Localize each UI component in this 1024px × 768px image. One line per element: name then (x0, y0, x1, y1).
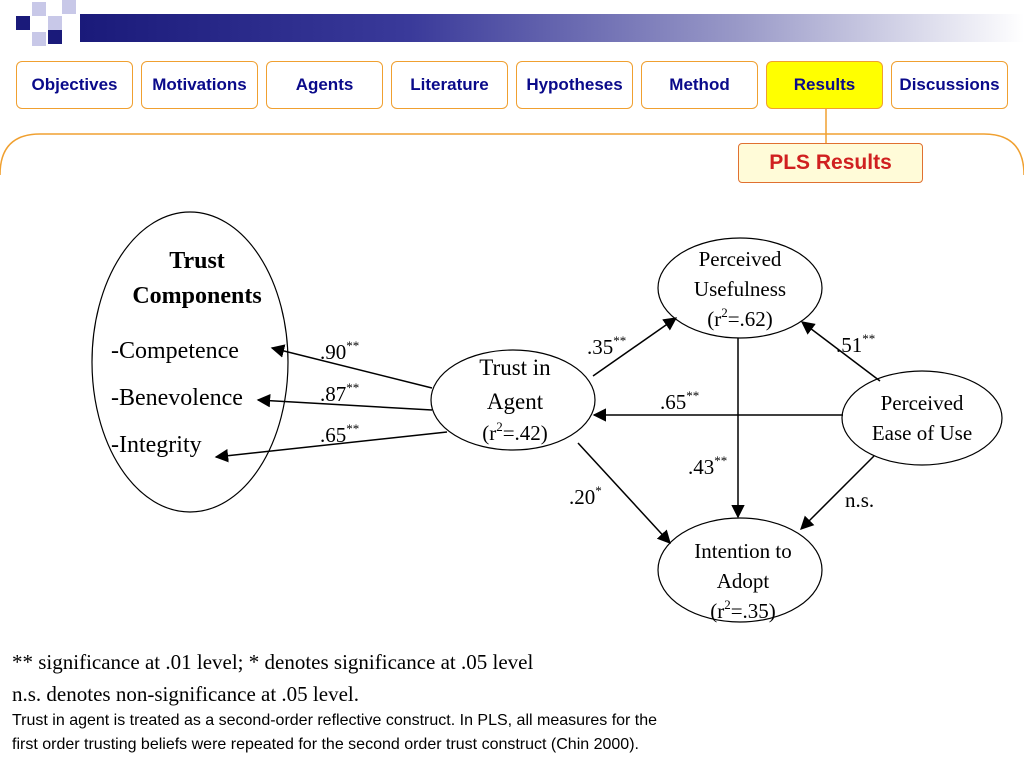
tab-agents[interactable]: Agents (266, 61, 383, 109)
perceived-ease-of-use-label: Perceived (881, 391, 964, 415)
corner-square-light (62, 0, 76, 14)
intention-to-adopt-r2: (r2=.35) (710, 597, 776, 623)
perceived-usefulness-label: Perceived (699, 247, 782, 271)
trust-components-ellipse (91, 211, 289, 513)
tab-discussions[interactable]: Discussions (891, 61, 1008, 109)
corner-square-light (48, 16, 62, 30)
loading-arrow-integrity (214, 431, 448, 463)
perceived-usefulness-r2: (r2=.62) (707, 305, 773, 331)
tab-results[interactable]: Results (766, 61, 883, 109)
trust-components-title: Components (132, 283, 261, 309)
path-arrow-trust-to-intention (577, 442, 671, 544)
path-label-trust-to-intention: .20* (569, 483, 602, 509)
loading-label-competence: .90** (320, 338, 359, 364)
path-arrow-ease-to-usefulness (800, 321, 881, 382)
path-arrow-trust-to-usefulness (592, 317, 678, 377)
path-label-ease-to-usefulness: .51** (836, 331, 875, 357)
loading-label-integrity: .65** (320, 421, 359, 447)
trust-components-title: Trust (169, 248, 225, 274)
perceived-usefulness-label: Usefulness (694, 277, 786, 301)
corner-square-dark (48, 30, 62, 44)
tab-hypotheses[interactable]: Hypotheses (516, 61, 633, 109)
component-integrity: -Integrity (111, 432, 202, 458)
tab-objectives[interactable]: Objectives (16, 61, 133, 109)
pls-results-badge: PLS Results (738, 143, 923, 183)
perceived-usefulness-node (657, 237, 823, 339)
tab-motivations[interactable]: Motivations (141, 61, 258, 109)
intention-to-adopt-label: Intention to (694, 539, 791, 563)
component-competence: -Competence (111, 338, 239, 364)
path-label-trust-to-usefulness: .35** (587, 333, 626, 359)
corner-square-light (32, 2, 46, 16)
corner-square-dark (16, 16, 30, 30)
construct-note: first order trusting beliefs were repeat… (12, 736, 639, 753)
perceived-ease-of-use-label: Ease of Use (872, 421, 972, 445)
component-benevolence: -Benevolence (111, 385, 243, 411)
intention-to-adopt-label: Adopt (717, 569, 770, 593)
tab-literature[interactable]: Literature (391, 61, 508, 109)
trust-in-agent-label: Trust in (479, 355, 551, 380)
nonsignificance-legend: n.s. denotes non-significance at .05 lev… (12, 682, 359, 706)
loading-label-benevolence: .87** (320, 380, 359, 406)
loading-arrow-benevolence (256, 393, 433, 411)
perceived-ease-of-use-node (841, 370, 1003, 466)
significance-legend: ** significance at .01 level; * denotes … (12, 650, 534, 674)
trust-in-agent-node (430, 349, 596, 451)
path-label-ease-to-trust: .65** (660, 388, 699, 414)
tab-method[interactable]: Method (641, 61, 758, 109)
corner-square-light (32, 32, 46, 46)
trust-in-agent-r2: (r2=.42) (482, 419, 548, 445)
loading-arrow-competence (270, 344, 433, 389)
construct-note: Trust in agent is treated as a second-or… (12, 712, 658, 729)
path-label-usefulness-to-intention: .43** (688, 453, 727, 479)
path-label-ease-to-intention: n.s. (845, 488, 874, 512)
path-arrow-ease-to-intention (800, 455, 875, 530)
trust-in-agent-label: Agent (487, 389, 544, 414)
header-gradient-bar (80, 14, 1024, 42)
content-frame-border (0, 133, 1024, 176)
